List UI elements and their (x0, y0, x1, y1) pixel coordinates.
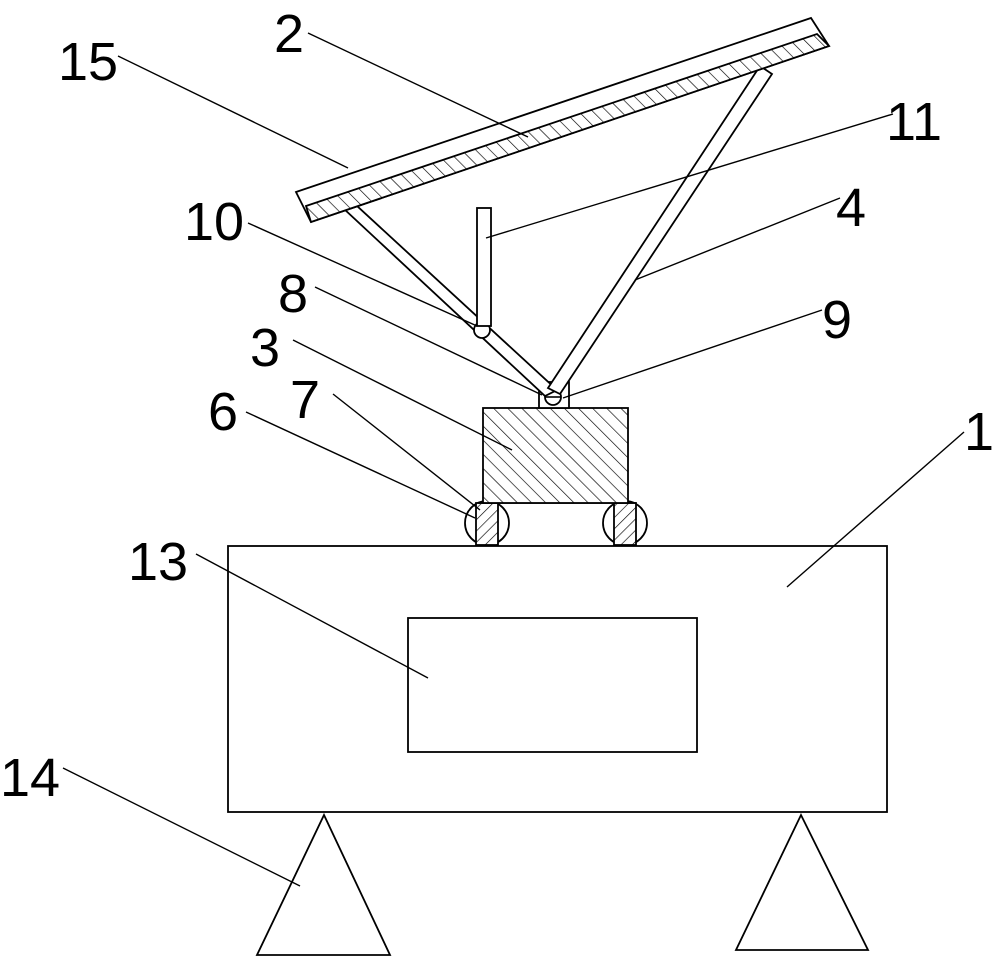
label-11: 11 (886, 92, 942, 152)
right-support-leg (734, 812, 870, 951)
label-4: 4 (836, 178, 866, 238)
leader-9 (562, 309, 823, 399)
right-support-rod (546, 64, 774, 396)
left-support-leg (255, 812, 392, 956)
label-7: 7 (290, 370, 320, 430)
leader-10 (247, 222, 478, 327)
label-9: 9 (822, 290, 852, 350)
vertical-sensor-post (476, 207, 492, 327)
solar-panel-cells (304, 32, 831, 224)
control-box (407, 617, 698, 753)
leader-14 (62, 767, 301, 887)
leader-13 (195, 553, 429, 679)
leader-6 (245, 411, 476, 519)
leader-4 (634, 197, 841, 281)
label-3: 3 (250, 318, 280, 378)
leader-7 (332, 393, 481, 511)
leader-8 (314, 286, 543, 396)
label-15: 15 (58, 32, 118, 92)
leader-3 (292, 339, 513, 451)
left-support-rod (341, 205, 559, 398)
label-10: 10 (184, 192, 244, 252)
label-13: 13 (128, 532, 188, 592)
leader-11 (485, 113, 894, 239)
leader-15 (117, 55, 349, 169)
leader-2 (307, 32, 529, 138)
right-wheel-axle (613, 502, 637, 546)
label-6: 6 (208, 382, 238, 442)
label-2: 2 (274, 4, 304, 64)
motor-block (482, 407, 629, 504)
leader-1 (786, 431, 965, 588)
label-8: 8 (278, 264, 308, 324)
label-14: 14 (0, 748, 60, 808)
label-1: 1 (964, 402, 994, 462)
